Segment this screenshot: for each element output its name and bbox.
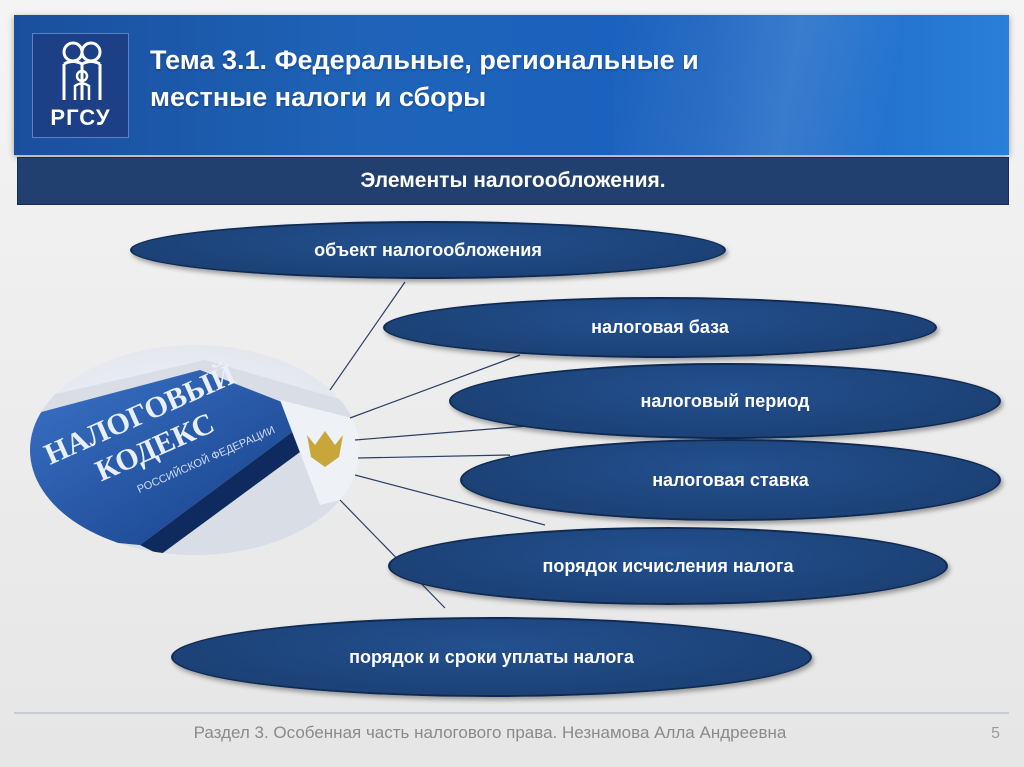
eagle-emblem-icon [307,431,343,467]
connector-line-4 [357,454,511,459]
section-subtitle: Элементы налогообложения. [17,157,1009,205]
connector-line-6 [339,499,446,609]
element-label-payment: порядок и сроки уплаты налога [349,646,634,667]
footer-text: Раздел 3. Особенная часть налогового пра… [193,723,787,742]
element-oval-base: налоговая база [383,297,937,358]
element-label-rate: налоговая ставка [652,469,809,490]
element-label-period: налоговый период [640,390,810,411]
book-cover-illustration: НАЛОГОВЫЙ КОДЕКС РОССИЙСКОЙ ФЕДЕРАЦИИ [30,358,360,555]
element-oval-calculation: порядок исчисления налога [388,527,948,605]
connector-line-3 [354,424,541,441]
element-label-object: объект налогообложения [314,239,542,260]
logo-text: РГСУ [50,105,111,130]
connector-line-2 [349,354,521,419]
header-banner [14,15,1009,155]
element-oval-object: объект налогообложения [130,221,726,279]
element-label-calculation: порядок исчисления налога [542,555,794,576]
page-number: 5 [991,725,1000,742]
family-figures-icon [62,41,102,100]
tax-code-book-image: НАЛОГОВЫЙ КОДЕКС РОССИЙСКОЙ ФЕДЕРАЦИИ [30,345,360,555]
header-shine [614,15,1009,155]
element-oval-period: налоговый период [449,363,1001,439]
slide-title-line-1: Тема 3.1. Федеральные, региональные и [150,45,699,75]
slide-title-line-2: местные налоги и сборы [150,82,487,112]
slide-title: Тема 3.1. Федеральные, региональные и ме… [150,42,990,116]
element-oval-rate: налоговая ставка [460,439,1001,521]
element-oval-payment: порядок и сроки уплаты налога [171,617,812,697]
connector-line-1 [329,281,406,391]
connector-line-5 [354,474,546,526]
university-logo: РГСУ [32,33,129,138]
element-label-base: налоговая база [591,317,729,337]
footer-divider [14,712,1009,714]
